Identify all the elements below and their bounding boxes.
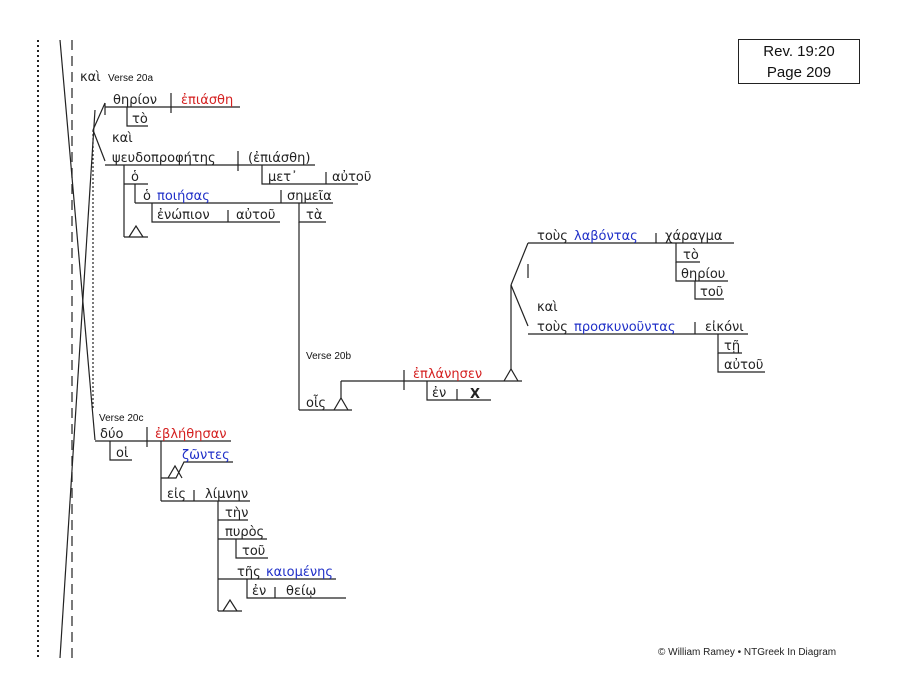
reference-verse: Rev. 19:20 bbox=[763, 43, 835, 60]
word-limnen: λίμνην bbox=[205, 487, 248, 502]
word-therion: θηρίον bbox=[113, 93, 157, 108]
word-dyo: δύο bbox=[100, 427, 123, 442]
word-te: τῇ bbox=[724, 339, 740, 354]
phrase-enopion bbox=[151, 203, 280, 223]
verse-label-20c: Verse 20c bbox=[99, 413, 143, 424]
word-met: μετ᾽ bbox=[268, 170, 298, 185]
word-hois: οἷς bbox=[306, 395, 326, 411]
fork-lower bbox=[510, 284, 529, 327]
word-labontas: λαβόντας bbox=[574, 229, 638, 244]
word-kai-top: καὶ bbox=[80, 70, 101, 85]
word-charagma: χάραγμα bbox=[665, 229, 722, 244]
word-en-2: ἐν bbox=[252, 584, 266, 599]
pedestal-limnen bbox=[222, 598, 238, 612]
word-to-1: τὸ bbox=[132, 112, 148, 127]
word-to-2: τὸ bbox=[683, 248, 699, 263]
diagram-lines bbox=[37, 39, 765, 659]
cross-line-1 bbox=[59, 39, 96, 441]
modifier-autou-3 bbox=[717, 353, 765, 373]
pedestal-ho bbox=[128, 224, 144, 238]
word-theriou: θηρίου bbox=[681, 267, 725, 282]
word-x-mark: X bbox=[470, 387, 480, 402]
reference-box: Rev. 19:20 Page 209 bbox=[738, 39, 860, 84]
word-tous-1: τοὺς bbox=[537, 229, 568, 244]
fork-upper bbox=[510, 242, 529, 286]
word-tes: τῆς bbox=[237, 565, 261, 580]
cross-line-2 bbox=[59, 109, 96, 659]
word-epiasthe: ἐπιάσθη bbox=[181, 93, 233, 108]
word-ho: ὁ bbox=[131, 170, 139, 185]
word-eikoni: εἰκόνι bbox=[705, 320, 744, 335]
word-eplanesen: ἐπλάνησεν bbox=[413, 367, 482, 382]
word-kai-3: καὶ bbox=[537, 300, 558, 315]
join-pseudo bbox=[92, 129, 106, 162]
copyright-notice: © William Ramey • NTGreek In Diagram bbox=[658, 647, 837, 658]
join-therion bbox=[92, 102, 106, 131]
word-tou-1: τοῦ bbox=[700, 285, 723, 300]
word-autou-2: αὐτοῦ bbox=[236, 208, 275, 223]
word-semeia: σημεῖα bbox=[287, 189, 332, 204]
word-ta: τὰ bbox=[306, 208, 322, 223]
word-tous-2: τοὺς bbox=[537, 320, 568, 335]
pedestal-zontes bbox=[167, 464, 183, 479]
word-proskynountas: προσκυνοῦντας bbox=[574, 320, 675, 335]
verse-label-20a: Verse 20a bbox=[108, 73, 153, 84]
pedestal-object bbox=[503, 367, 519, 382]
word-poiesas: ποιήσας bbox=[157, 189, 210, 204]
modifier-theriou bbox=[675, 262, 728, 282]
word-en-1: ἐν bbox=[432, 386, 446, 401]
word-zontes: ζῶντες bbox=[182, 448, 230, 463]
word-autou-1: αὐτοῦ bbox=[332, 170, 371, 185]
word-autou-3: αὐτοῦ bbox=[724, 358, 763, 373]
word-eis: εἰς bbox=[167, 487, 186, 502]
word-kaiomenes: καιομένης bbox=[266, 565, 333, 580]
word-enopion: ἐνώπιον bbox=[157, 208, 210, 223]
modifier-tou-2 bbox=[235, 539, 268, 559]
phrase-en-theio bbox=[246, 579, 346, 599]
modifier-tou-1 bbox=[694, 281, 724, 300]
word-epiasthe-implied: (ἐπιάσθη) bbox=[248, 151, 310, 166]
word-hoi: οἱ bbox=[116, 446, 128, 461]
word-ten: τὴν bbox=[225, 506, 248, 521]
word-kai-2: καὶ bbox=[112, 131, 133, 146]
word-pyros: πυρὸς bbox=[225, 525, 264, 540]
word-tou-2: τοῦ bbox=[242, 544, 265, 559]
modifier-to-1 bbox=[126, 107, 148, 127]
participle-zontes bbox=[161, 461, 233, 479]
word-pseudoprophetes: ψευδοπροφήτης bbox=[112, 151, 216, 166]
verse-label-20b: Verse 20b bbox=[306, 351, 351, 362]
word-eblethesan: ἐβλήθησαν bbox=[155, 427, 227, 442]
phrase-en-x bbox=[426, 381, 491, 401]
modifier-hoi bbox=[109, 441, 132, 461]
word-ho-article: ὁ bbox=[143, 189, 151, 204]
word-theio: θείῳ bbox=[286, 584, 316, 599]
reference-page: Page 209 bbox=[766, 64, 832, 81]
pedestal-hois bbox=[333, 396, 349, 411]
